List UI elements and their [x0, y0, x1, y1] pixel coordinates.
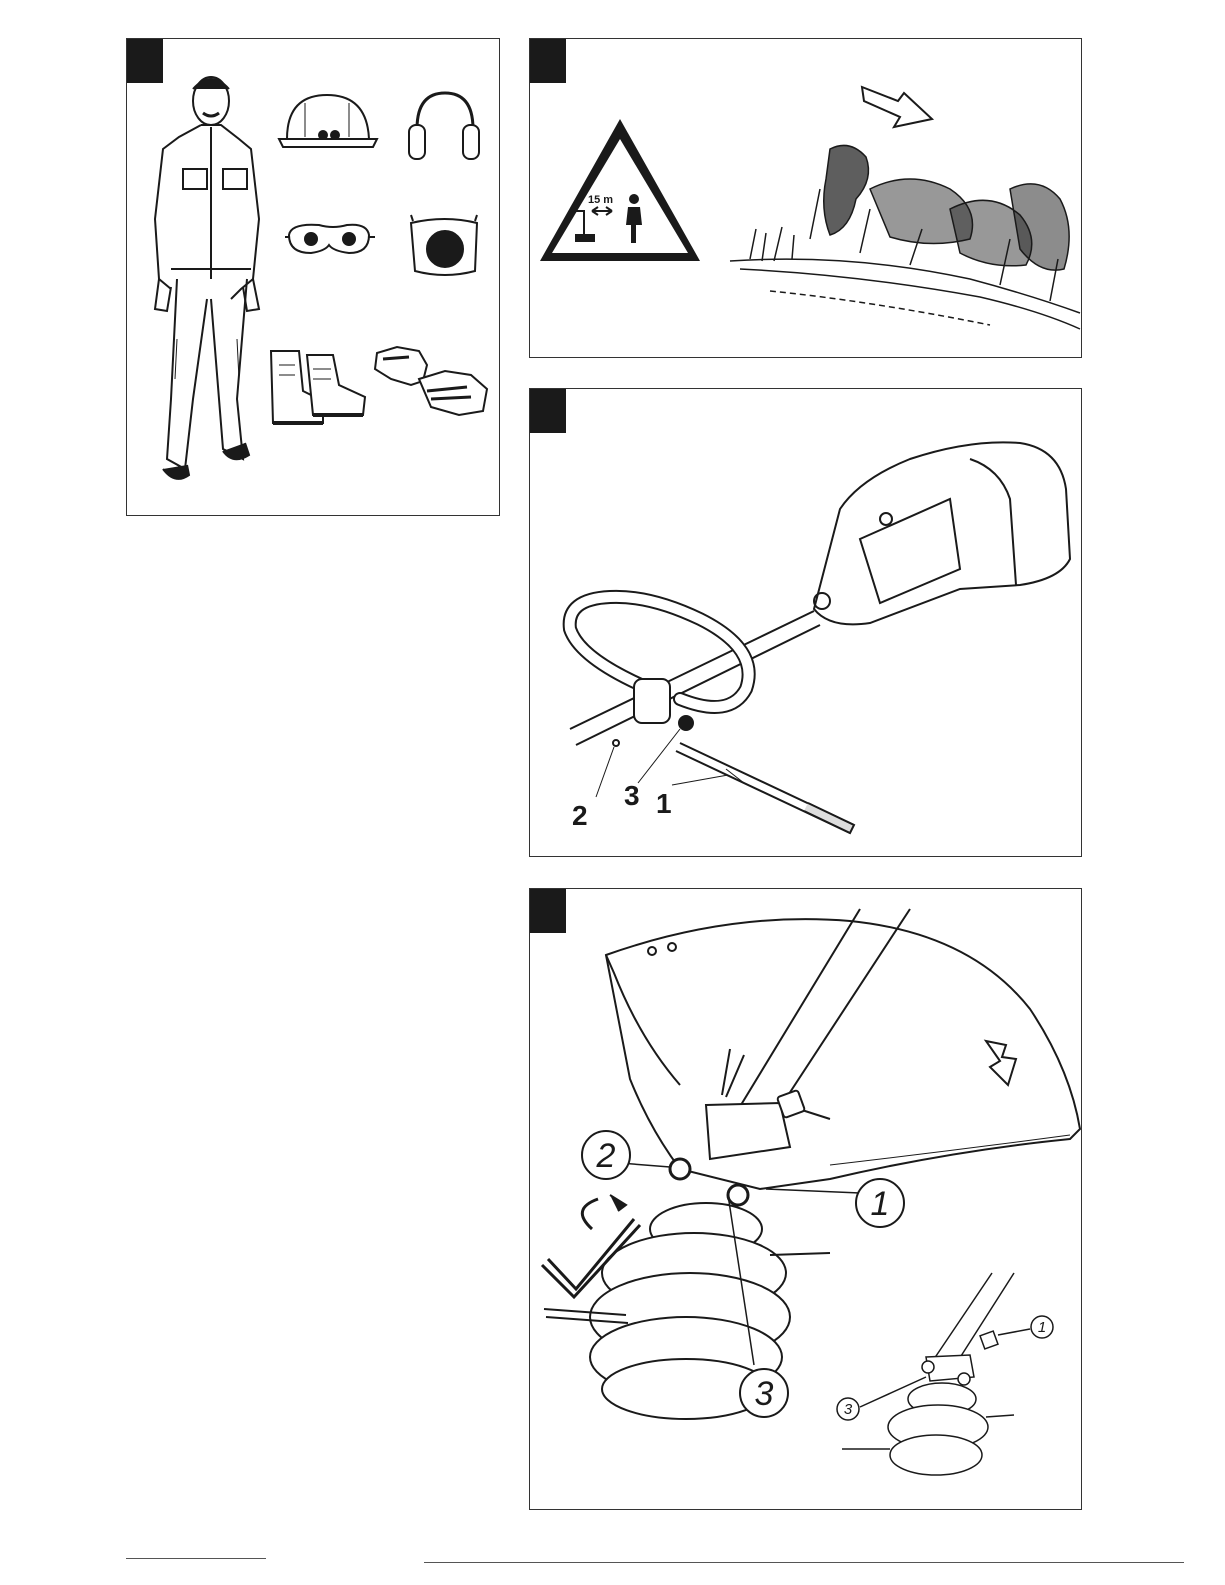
footer-rule-right	[424, 1562, 1184, 1563]
gloves-icon	[375, 347, 487, 415]
vegetation-scene	[730, 145, 1080, 329]
callout-2: 2	[572, 800, 588, 831]
inset-callout-3: 3	[844, 1401, 853, 1418]
figure-guard-assembly-panel: 2 1 3 1 3	[529, 888, 1082, 1510]
callout-2: 2	[596, 1137, 616, 1175]
sign-distance-label: 15 m	[588, 194, 613, 206]
figure-handle-assembly-panel: 2 3 1	[529, 388, 1082, 857]
face-visor-icon	[411, 215, 477, 275]
figure-safety-distance-panel: 15 m	[529, 38, 1082, 358]
warning-triangle-icon: 15 m	[540, 119, 700, 261]
goggles-icon	[285, 225, 375, 253]
callout-1: 1	[656, 788, 672, 819]
callout-3: 3	[755, 1375, 774, 1413]
ppe-illustration	[127, 39, 499, 515]
ear-muffs-icon	[409, 93, 479, 159]
inset-guard-detail	[837, 1273, 1053, 1475]
handle-assembly-illustration: 2 3 1	[530, 389, 1081, 856]
callout-1: 1	[871, 1185, 890, 1223]
figure-ppe-panel	[126, 38, 500, 516]
inset-callout-1: 1	[1038, 1319, 1046, 1336]
guard-assembly-illustration: 2 1 3 1 3	[530, 889, 1081, 1509]
footer-rule-left	[126, 1558, 266, 1559]
direction-arrow-icon	[862, 87, 932, 127]
boots-icon	[271, 351, 365, 423]
callout-3: 3	[624, 780, 640, 811]
hard-hat-icon	[279, 95, 377, 147]
worker-figure	[155, 77, 259, 479]
safety-distance-illustration: 15 m	[530, 39, 1081, 357]
